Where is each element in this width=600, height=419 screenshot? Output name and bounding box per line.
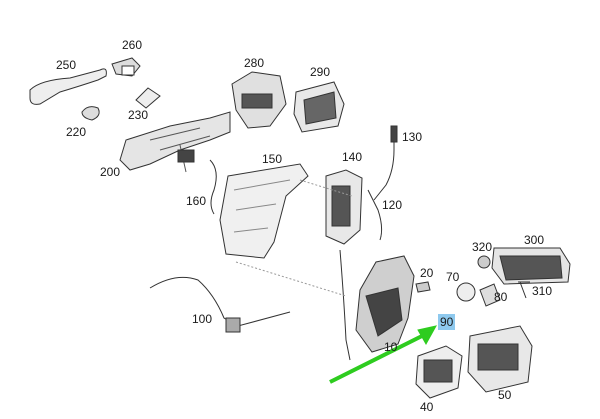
part-label: 100	[192, 312, 213, 326]
part-160-cable	[209, 159, 217, 215]
part-label: 220	[66, 125, 87, 139]
part-label: 300	[524, 233, 545, 247]
part-label: 290	[310, 65, 331, 79]
part-200-handle-carrier	[119, 111, 231, 171]
part-label: 80	[494, 290, 508, 304]
part-label: 40	[420, 400, 434, 414]
part-label: 50	[498, 388, 512, 402]
part-label: 320	[472, 240, 493, 254]
part-260-cap-insert	[121, 65, 135, 76]
part-label: 310	[532, 284, 553, 298]
part-80-lever	[479, 283, 501, 307]
part-230-gasket	[135, 87, 161, 109]
part-150-cover	[219, 163, 309, 259]
part-70-washer	[456, 282, 476, 302]
part-label: 200	[100, 165, 121, 179]
part-20-bolt	[415, 281, 431, 293]
part-label: 120	[382, 198, 403, 212]
part-label: 260	[122, 38, 143, 52]
part-310-screw	[518, 281, 530, 299]
part-label: 160	[186, 194, 207, 208]
part-label: 20	[420, 266, 434, 280]
part-220-seal	[81, 106, 100, 121]
part-120-cable	[367, 189, 383, 241]
part-130-rod	[373, 130, 395, 201]
part-320-clip	[477, 255, 491, 269]
part-label: 280	[244, 56, 265, 70]
green-arrow	[329, 325, 437, 384]
part-label: 150	[262, 152, 283, 166]
part-250-outer-handle	[29, 68, 107, 105]
part-label-highlighted[interactable]: 90	[438, 314, 456, 330]
part-label: 70	[446, 270, 460, 284]
part-label: 140	[342, 150, 363, 164]
part-label: 250	[56, 58, 77, 72]
part-label: 230	[128, 108, 149, 122]
part-label: 130	[402, 130, 423, 144]
part-100-cable	[149, 276, 291, 327]
part-label: 10	[384, 340, 398, 354]
